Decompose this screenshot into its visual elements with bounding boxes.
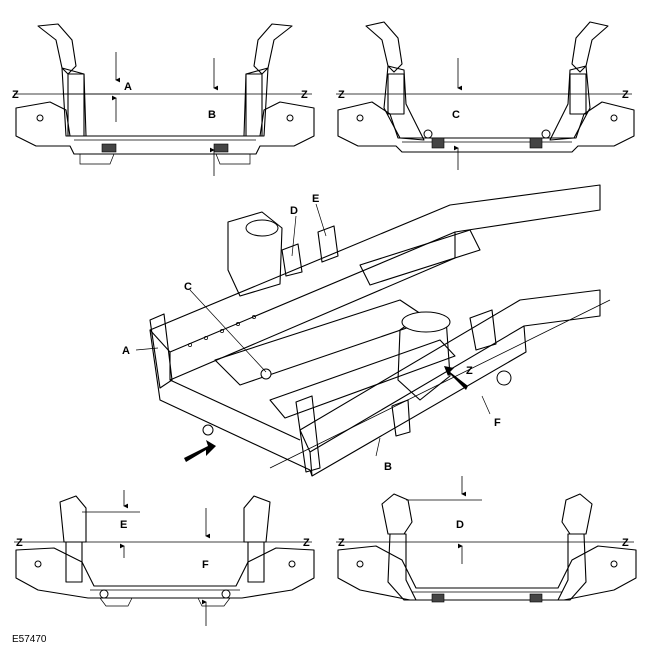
- location-label-e: E: [312, 193, 319, 205]
- location-label-d: D: [290, 205, 298, 217]
- view-label-z: Z: [466, 365, 473, 377]
- datum-label-z: Z: [12, 89, 19, 101]
- view-isometric-frame: [135, 184, 611, 477]
- datum-label-z: Z: [338, 537, 345, 549]
- datum-label-z: Z: [16, 537, 23, 549]
- location-label-f: F: [494, 417, 501, 429]
- view-top-left: [14, 23, 315, 176]
- figure-reference: E57470: [12, 634, 47, 645]
- location-label-a: A: [122, 345, 130, 357]
- datum-label-z: Z: [622, 537, 629, 549]
- dimension-label-c: C: [452, 109, 460, 121]
- view-bottom-left: [14, 490, 315, 626]
- datum-label-z: Z: [622, 89, 629, 101]
- dimension-label-d: D: [456, 519, 464, 531]
- view-bottom-right: [336, 476, 637, 603]
- datum-label-z: Z: [338, 89, 345, 101]
- dimension-label-a: A: [124, 81, 132, 93]
- view-top-right: [336, 21, 635, 170]
- datum-label-z: Z: [303, 537, 310, 549]
- dimension-label-e: E: [120, 519, 127, 531]
- location-label-b: B: [384, 461, 392, 473]
- location-label-c: C: [184, 281, 192, 293]
- dimension-label-f: F: [202, 559, 209, 571]
- dimension-label-b: B: [208, 109, 216, 121]
- datum-label-z: Z: [301, 89, 308, 101]
